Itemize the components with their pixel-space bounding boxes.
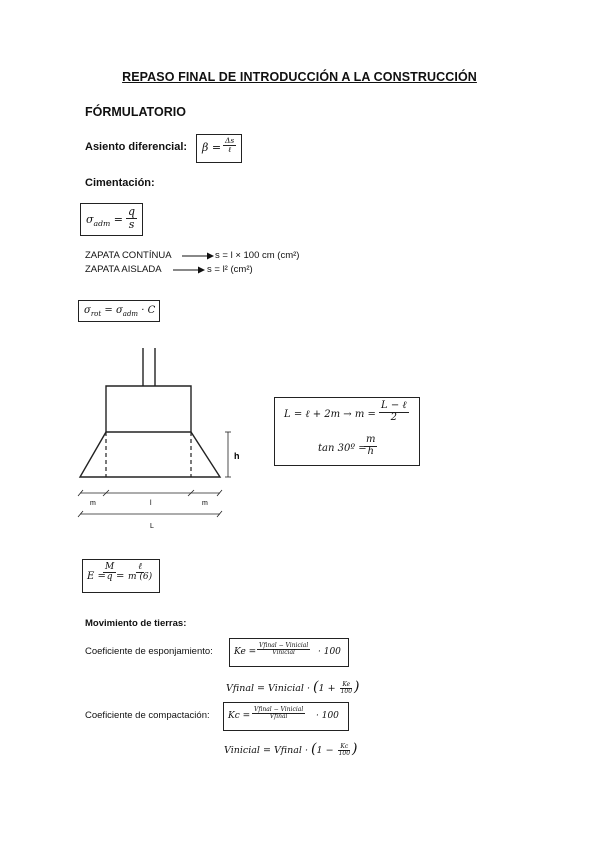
kc-tail: · 100: [316, 711, 339, 721]
arrow-right-icon: [173, 266, 205, 274]
esponjamiento-box: Ke = Vfinal − Vinicial Vinicial · 100: [229, 638, 349, 667]
zapata-aislada-formula: s = l² (cm²): [207, 264, 253, 275]
label-h: h: [234, 451, 240, 461]
excentricidad-eq: =: [116, 571, 125, 582]
section-heading-formulario: FÓRMULATORIO: [85, 105, 186, 119]
kc-fraction: Vfinal − Vinicial Vfinal: [252, 706, 306, 721]
asiento-label: Asiento diferencial:: [85, 141, 188, 153]
asiento-den: ℓ: [228, 144, 232, 154]
footing-trapezoid: [78, 431, 222, 478]
zapata-continua-formula: s = l × 100 cm (cm²): [215, 250, 300, 261]
foundation-diagram: h m l m L: [77, 348, 240, 530]
asiento-num: Δs: [223, 136, 237, 146]
kc-lhs: Kc =: [228, 711, 251, 721]
ke-lhs: Ke =: [234, 647, 257, 657]
asiento-fraction: Δs ℓ: [223, 136, 237, 154]
excentricidad-fraction1: M q: [103, 562, 117, 583]
geometry-formula-box: L = ℓ + 2m → m = L − ℓ 2 tan 30º = m h: [274, 397, 420, 466]
excentricidad-lhs: E =: [87, 571, 106, 582]
zapata-continua-label: ZAPATA CONTÍNUA: [85, 250, 172, 261]
arrow-right-icon: [182, 252, 214, 260]
label-L: L: [150, 523, 154, 530]
asiento-formula-box: β = Δs ℓ: [196, 134, 242, 163]
geometry-line2-left: tan 30º =: [318, 443, 367, 454]
compactacion-label: Coeficiente de compactación:: [85, 710, 210, 721]
ke-tail: · 100: [318, 647, 341, 657]
esponjamiento-label: Coeficiente de esponjamiento:: [85, 646, 213, 657]
geometry-line1-left: L = ℓ + 2m → m =: [284, 409, 376, 420]
label-m-right: m: [202, 500, 208, 507]
cimentacion-label: Cimentación:: [85, 177, 155, 189]
label-m-left: m: [90, 500, 96, 507]
label-l: l: [150, 500, 152, 507]
ke-fraction: Vfinal − Vinicial Vinicial: [257, 642, 311, 657]
page-title: REPASO FINAL DE INTRODUCCIÓN A LA CONSTR…: [122, 70, 477, 84]
sigma-adm-num: q: [126, 205, 138, 219]
pedestal: [105, 385, 192, 432]
sigma-adm-box: σadm = q s: [80, 203, 143, 236]
sigma-adm-lhs: σadm =: [86, 213, 124, 229]
geometry-line1-fraction: L − ℓ 2: [379, 400, 409, 423]
zapata-aislada-label: ZAPATA AISLADA: [85, 264, 162, 275]
sigma-rot-box: σrot = σadm · C: [78, 300, 160, 322]
sigma-rot-formula: σrot = σadm · C: [84, 305, 156, 318]
sigma-adm-den: s: [128, 217, 135, 231]
geometry-line2-fraction: m h: [364, 434, 378, 457]
sigma-adm-fraction: q s: [126, 205, 138, 231]
movimiento-label: Movimiento de tierras:: [85, 618, 187, 629]
compactacion-box: Kc = Vfinal − Vinicial Vfinal · 100: [223, 702, 349, 731]
excentricidad-fraction2: ℓ m (6): [128, 562, 153, 583]
asiento-lhs: β =: [202, 141, 222, 154]
excentricidad-box: E = M q = ℓ m (6): [82, 559, 160, 593]
